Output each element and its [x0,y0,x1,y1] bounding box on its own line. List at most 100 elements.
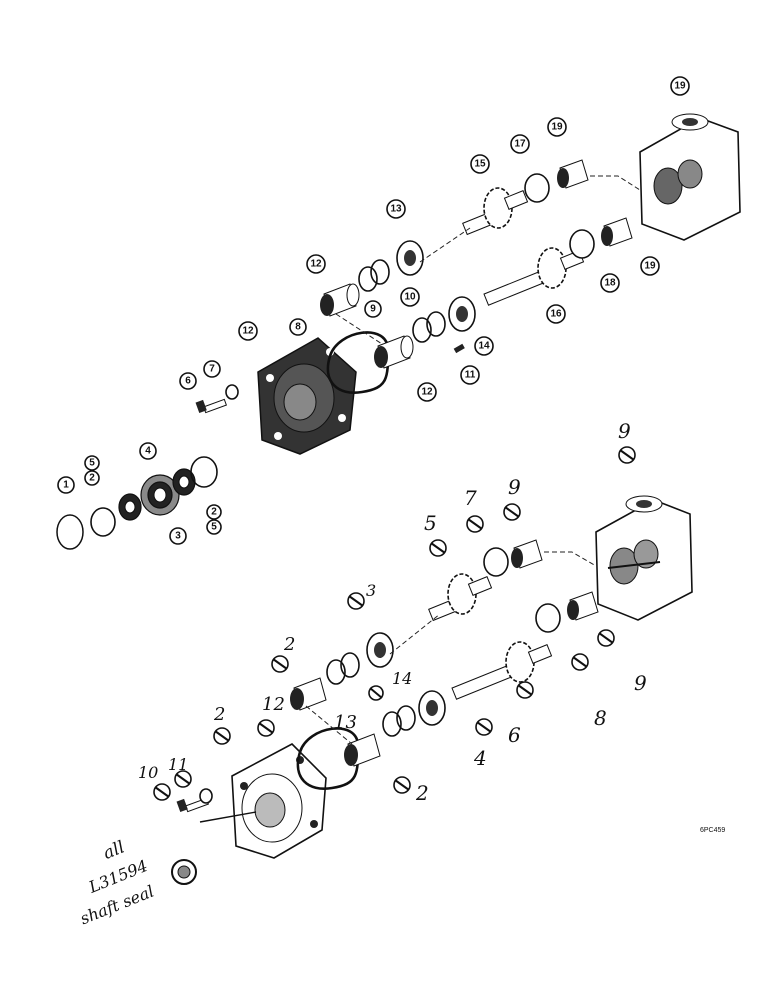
svg-text:13: 13 [390,204,402,215]
svg-text:17: 17 [514,139,526,150]
front-cover-housing [199,743,327,859]
svg-text:8: 8 [295,322,301,333]
callout-15: 15 [470,154,490,174]
lower-assembly [171,495,693,885]
callout-12: 12 [238,321,258,341]
callout-19c: 19 [640,256,660,276]
svg-text:2: 2 [89,473,95,484]
drive-gear-shaft [483,247,585,306]
callout-18: 18 [600,273,620,293]
driven-gear [462,187,529,236]
svg-text:12: 12 [421,387,433,398]
wear-plate [396,240,424,276]
pump-body [595,495,693,621]
hand-2b: 2 [213,704,225,725]
hand-9c: 9 [634,671,647,695]
wear-plate [366,632,394,668]
callout-4: 4 [139,442,157,460]
washer [199,788,213,804]
hand-4: 4 [473,746,487,770]
hand-14: 14 [392,669,412,688]
callout-2b: 2 [206,504,222,520]
hand-7: 7 [464,486,477,510]
pump-body [639,113,741,241]
note-line-1: all [101,837,128,863]
svg-text:19: 19 [644,261,656,272]
shaft-seal [171,859,197,885]
svg-text:7: 7 [209,364,215,375]
svg-text:5: 5 [211,522,217,533]
ring [426,311,446,337]
hand-2c: 2 [415,781,429,805]
svg-text:19: 19 [551,122,563,133]
thrust-plate [483,547,509,577]
bushing [557,159,589,189]
callout-19b: 19 [670,76,690,96]
callout-16: 16 [546,304,566,324]
hand-13: 13 [334,712,357,733]
hand-12: 12 [262,694,285,715]
ring [340,652,360,678]
svg-text:11: 11 [465,370,476,381]
bushing [290,677,327,711]
handwritten-labels: 9 7 9 5 3 2 14 13 12 2 10 11 6 8 9 4 2 [138,419,647,805]
thrust-plate [569,229,595,259]
wear-plate [448,296,476,332]
bushing [567,591,599,621]
crossed-callouts [153,446,636,801]
bushing [601,217,633,247]
svg-text:9: 9 [370,304,376,315]
callout-5b: 5 [206,519,222,535]
hand-10: 10 [138,763,158,782]
bushing [320,283,360,317]
svg-text:4: 4 [145,446,151,457]
ring [358,266,378,292]
svg-text:6: 6 [185,376,191,387]
ring [396,705,416,731]
gasket [296,727,360,790]
front-cover-housing [257,337,357,455]
bearing [118,493,142,521]
svg-text:16: 16 [550,309,562,320]
hand-2a: 2 [283,634,295,655]
callout-17: 17 [510,134,530,154]
svg-text:2: 2 [211,507,217,518]
svg-text:18: 18 [604,278,616,289]
svg-text:12: 12 [310,259,322,270]
hand-9b: 9 [508,475,521,499]
hand-11: 11 [168,755,188,774]
svg-text:14: 14 [478,341,490,352]
o-ring [190,456,218,488]
wear-plate [418,690,446,726]
figure-code: 6PC459 [700,827,725,834]
callout-2: 2 [84,470,100,486]
ring [412,317,432,343]
drive-gear-shaft [451,641,553,700]
svg-text:1: 1 [63,480,69,491]
callout-8: 8 [289,318,307,336]
washer [225,384,239,400]
ring [326,659,346,685]
gasket [326,331,390,394]
thrust-plate [524,173,550,203]
shaft-seal [140,474,180,516]
upper-callouts: 1 5 2 3 4 2 5 6 7 8 12 12 9 10 11 12 13 … [57,76,690,545]
hand-9-top: 9 [618,419,631,443]
callout-10: 10 [400,287,420,307]
callout-3: 3 [169,527,187,545]
retaining-ring [56,514,84,550]
callout-7: 7 [203,360,221,378]
svg-text:19: 19 [674,81,686,92]
bushing [511,539,543,569]
thrust-plate [535,603,561,633]
svg-text:15: 15 [474,159,486,170]
callout-1: 1 [57,476,75,494]
svg-text:3: 3 [175,531,181,542]
svg-text:5: 5 [89,458,95,469]
callout-5: 5 [84,455,100,471]
callout-14: 14 [474,336,494,356]
hand-8: 8 [594,706,607,730]
callout-6: 6 [179,372,197,390]
bearing [172,468,196,496]
callout-13: 13 [386,199,406,219]
